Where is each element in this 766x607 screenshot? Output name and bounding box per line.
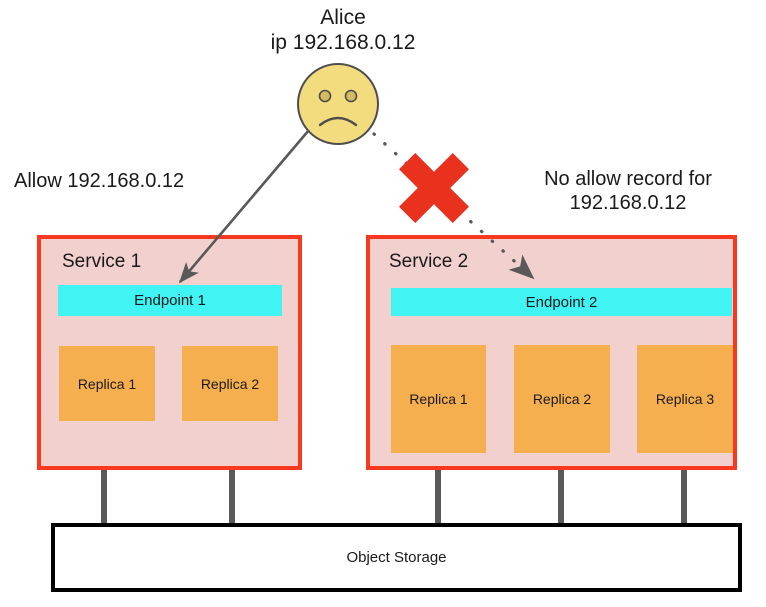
service-1-replica-2[interactable]: Replica 2 <box>182 346 278 421</box>
object-storage-box[interactable]: Object Storage <box>51 523 742 592</box>
sad-face-icon <box>296 62 380 146</box>
service-1-replica-1[interactable]: Replica 1 <box>59 346 155 421</box>
service-2-replica-3[interactable]: Replica 3 <box>637 345 733 453</box>
connector-line <box>229 419 235 527</box>
connector-line <box>101 419 107 527</box>
no-allow-record-label: No allow record for 192.168.0.12 <box>544 168 712 214</box>
connector-line <box>435 451 441 527</box>
endpoint-1-box[interactable]: Endpoint 1 <box>58 285 282 316</box>
allow-record-label: Allow 192.168.0.12 <box>14 170 185 192</box>
service-2-replica-2[interactable]: Replica 2 <box>514 345 610 453</box>
connector-line <box>558 451 564 527</box>
service-2-replica-1[interactable]: Replica 1 <box>391 345 486 453</box>
actor-label-alice: Alice ip 192.168.0.12 <box>270 6 416 54</box>
endpoint-2-box[interactable]: Endpoint 2 <box>391 288 732 316</box>
service-1-title: Service 1 <box>62 251 142 272</box>
connector-line <box>681 451 687 527</box>
service-2-title: Service 2 <box>389 251 469 272</box>
red-x-icon <box>398 152 470 224</box>
